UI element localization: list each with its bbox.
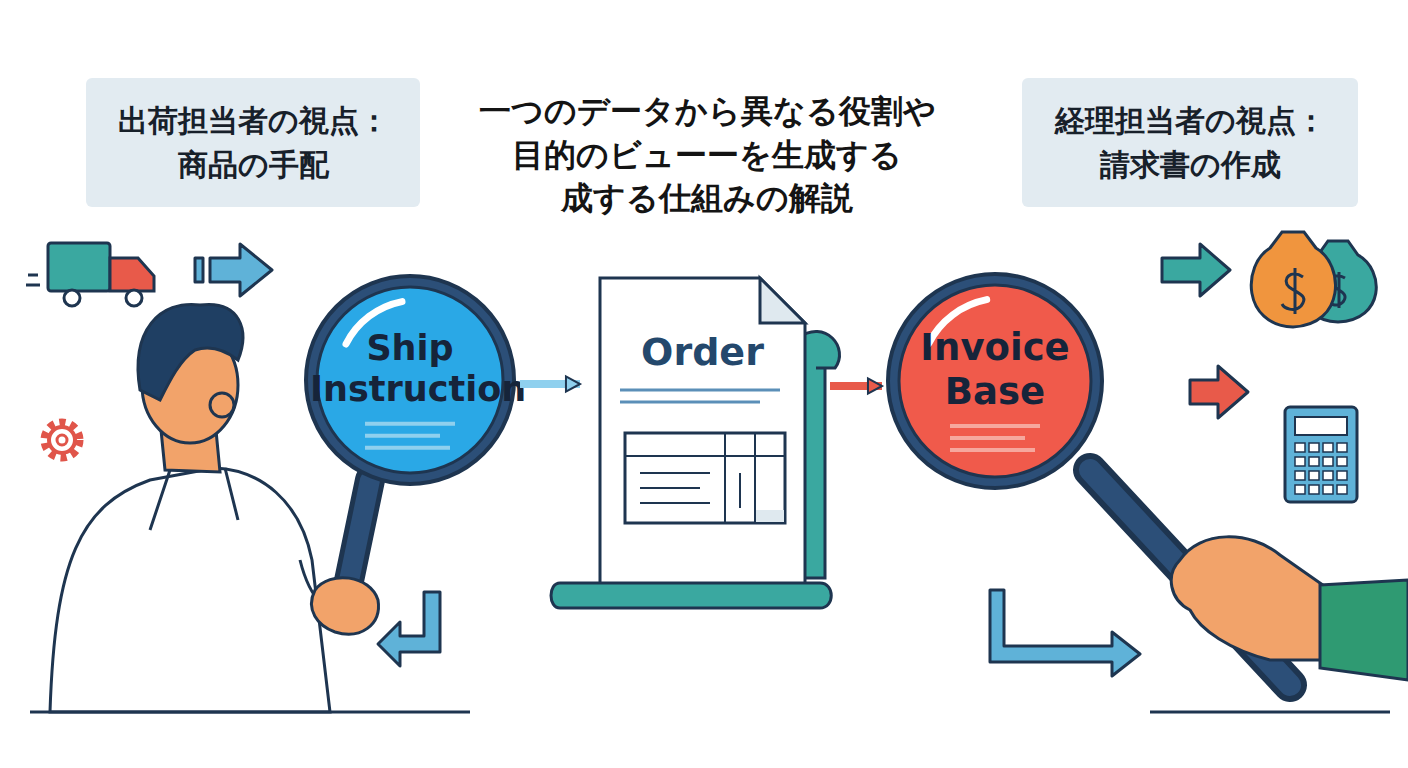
arrow-head — [566, 376, 580, 391]
viewpoint-label: 出荷担当者の視点： 商品の手配 — [103, 99, 403, 186]
order-document: Order — [580, 278, 830, 608]
magnifier-handle — [312, 480, 379, 634]
document-page — [600, 278, 805, 588]
diagram-title: 一つのデータから異なる役割や 目的のビューーを生成する 成する仕組みの解説 — [464, 90, 950, 221]
viewpoint-box: 経理担当者の視点： 請求書の作成 — [1022, 78, 1358, 207]
data-table — [625, 433, 785, 523]
document-outline — [580, 278, 830, 608]
truck-icon — [26, 243, 154, 306]
text-holder: Invoice Base — [882, 268, 1108, 494]
connector-line — [830, 382, 882, 390]
view-name: Invoice Base — [905, 326, 1085, 413]
flow-arrow — [1162, 244, 1230, 296]
connector-line — [520, 380, 580, 388]
page-fold — [760, 278, 805, 323]
return-arrow — [378, 592, 440, 666]
viewpoint-label: 経理担当者の視点： 請求書の作成 — [1040, 99, 1340, 186]
baseline — [1150, 711, 1390, 714]
viewpoint-box: 出荷担当者の視点： 商品の手配 — [86, 78, 420, 207]
lens-lines — [950, 426, 1040, 450]
return-arrow — [990, 590, 1140, 676]
text-holder: 経理担当者の視点： 請求書の作成 — [1040, 99, 1340, 186]
document-title: Order — [600, 330, 805, 374]
flow-arrow — [195, 244, 272, 296]
lens-rim — [888, 274, 1102, 488]
arrow-head — [868, 378, 882, 393]
lens-rim — [306, 276, 514, 484]
view-lens: Invoice Base — [882, 268, 1108, 494]
scroll-bottom — [551, 583, 831, 608]
text-holder: 出荷担当者の視点： 商品の手配 — [103, 99, 403, 186]
gear-icon — [45, 423, 79, 457]
table-cell — [756, 510, 784, 522]
flow-connector — [520, 376, 580, 391]
money-bag-icon — [1251, 232, 1376, 327]
view-name: Ship Instruction — [310, 328, 510, 411]
lens-lines — [365, 424, 455, 448]
table-grid — [625, 433, 785, 523]
flow-arrow — [1190, 366, 1248, 418]
calculator-icon — [1285, 407, 1357, 502]
text-holder: Ship Instruction — [300, 270, 520, 490]
view-lens: Ship Instruction — [300, 270, 520, 490]
text-lines — [620, 390, 780, 402]
lens-glass — [899, 285, 1091, 477]
text-holder: Order — [600, 330, 805, 374]
baseline — [30, 711, 470, 714]
flow-connector — [830, 378, 882, 393]
